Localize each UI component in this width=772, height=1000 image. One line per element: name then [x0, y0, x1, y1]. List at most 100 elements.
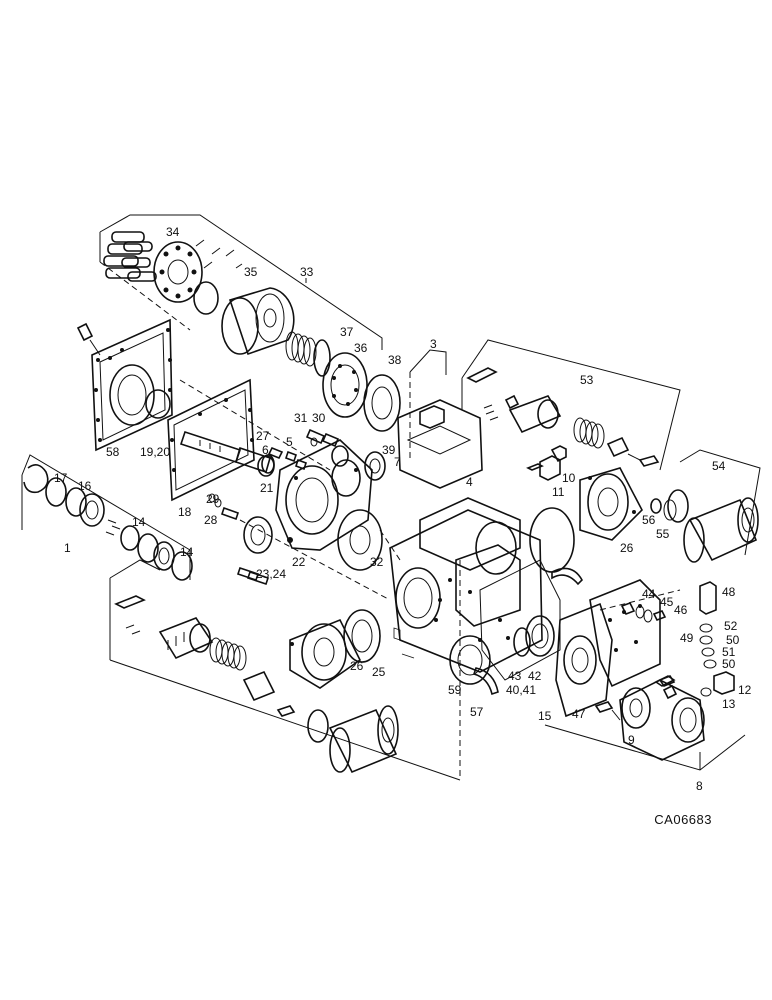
callout-53: 53 — [580, 373, 594, 387]
pin-31 — [305, 428, 326, 445]
cover-plate-58 — [76, 318, 173, 452]
gear-pump-9 — [619, 675, 705, 761]
center-line-5 — [379, 529, 401, 561]
main-housing-3 — [389, 399, 561, 685]
callout-28: 28 — [204, 513, 218, 527]
callout-7: 7 — [394, 455, 401, 469]
callout-21: 21 — [260, 481, 274, 495]
callout-22: 22 — [292, 555, 306, 569]
ring-13 — [700, 687, 712, 697]
fitting-48 — [699, 581, 717, 615]
callout-45: 45 — [660, 595, 674, 609]
center-line-4 — [599, 589, 681, 611]
ring-16a — [65, 487, 87, 517]
fittings-44-52 — [620, 581, 735, 697]
seal-group-1 — [23, 464, 193, 581]
cylinder-barrel — [221, 287, 295, 356]
pistons-34 — [103, 231, 157, 282]
callout-14a: 14 — [132, 515, 146, 529]
callout-labels: 34 35 33 37 36 38 3 53 58 19,20 31 30 27… — [54, 225, 752, 793]
callout-55: 55 — [656, 527, 670, 541]
callout-34: 34 — [166, 225, 180, 239]
group-8-outline — [544, 724, 746, 771]
pins — [195, 239, 243, 269]
retainer-ring — [193, 281, 219, 315]
callout-33: 33 — [300, 265, 314, 279]
seal-19-20 — [145, 389, 171, 419]
group-33-outline — [99, 214, 383, 350]
tee-fitting-10 — [526, 445, 567, 481]
bolt-47 — [594, 701, 614, 713]
callout-49: 49 — [680, 631, 694, 645]
callout-58: 58 — [106, 445, 120, 459]
housing-22 — [275, 439, 373, 551]
callout-5: 5 — [286, 435, 293, 449]
callout-57: 57 — [470, 705, 484, 719]
callout-4: 4 — [466, 475, 473, 489]
gasket-32 — [337, 509, 383, 571]
group-1-outline — [21, 454, 191, 580]
ring-14b — [171, 551, 193, 581]
valve-block-4 — [397, 399, 483, 489]
callout-36: 36 — [354, 341, 368, 355]
callout-17: 17 — [54, 471, 68, 485]
pin-5 — [294, 458, 308, 471]
ring-52 — [699, 623, 713, 633]
piston-group — [103, 231, 401, 432]
pin-27 — [267, 446, 284, 460]
pin-28 — [220, 506, 240, 521]
group-53-outline — [461, 339, 681, 471]
callout-13: 13 — [722, 697, 736, 711]
callout-30: 30 — [312, 411, 326, 425]
callout-52: 52 — [724, 619, 738, 633]
center-line-2 — [239, 519, 391, 601]
callout-54: 54 — [712, 459, 726, 473]
callout-9: 9 — [628, 733, 635, 747]
bearing-38 — [363, 374, 401, 432]
callout-43: 43 — [508, 669, 522, 683]
callout-1: 1 — [64, 541, 71, 555]
callout-51: 51 — [722, 645, 736, 659]
lower-spool-group — [114, 595, 399, 774]
center-line-1 — [179, 379, 331, 471]
callout-16: 16 — [78, 479, 92, 493]
port-plate-35 — [153, 241, 203, 303]
callout-27: 27 — [256, 429, 270, 443]
cover-26-right — [529, 467, 643, 586]
elbow-12 — [713, 671, 735, 695]
callout-38: 38 — [388, 353, 402, 367]
callout-3: 3 — [430, 337, 437, 351]
pin-30 — [321, 432, 340, 448]
callout-46: 46 — [674, 603, 688, 617]
filter-54 — [650, 489, 759, 563]
ring-50a — [701, 647, 715, 657]
small-pins — [208, 428, 340, 521]
callout-26a: 26 — [620, 541, 634, 555]
callout-37: 37 — [340, 325, 354, 339]
callout-10: 10 — [562, 471, 576, 485]
pump-plate-15 — [555, 579, 661, 721]
callout-15: 15 — [538, 709, 552, 723]
callout-40-41: 40,41 — [506, 683, 536, 697]
ring-clip — [551, 567, 583, 586]
fitting-45 — [643, 609, 653, 623]
callout-50b: 50 — [722, 657, 736, 671]
seal-16 — [79, 493, 105, 527]
callout-18: 18 — [178, 505, 192, 519]
callout-59: 59 — [448, 683, 462, 697]
ring-49 — [699, 635, 713, 645]
group-lower-outline — [109, 559, 161, 579]
group-lower-bottom — [109, 659, 461, 781]
callout-47: 47 — [572, 707, 586, 721]
callout-25: 25 — [372, 665, 386, 679]
clip-57 — [472, 667, 499, 696]
gasket-25 — [343, 609, 381, 663]
drawing-code: CA06683 — [654, 812, 712, 827]
snap-ring — [23, 464, 49, 494]
callout-42: 42 — [528, 669, 542, 683]
plug-6 — [257, 455, 275, 477]
pin-29 — [208, 493, 216, 503]
callout-56: 56 — [642, 513, 656, 527]
callout-11: 11 — [552, 485, 565, 499]
